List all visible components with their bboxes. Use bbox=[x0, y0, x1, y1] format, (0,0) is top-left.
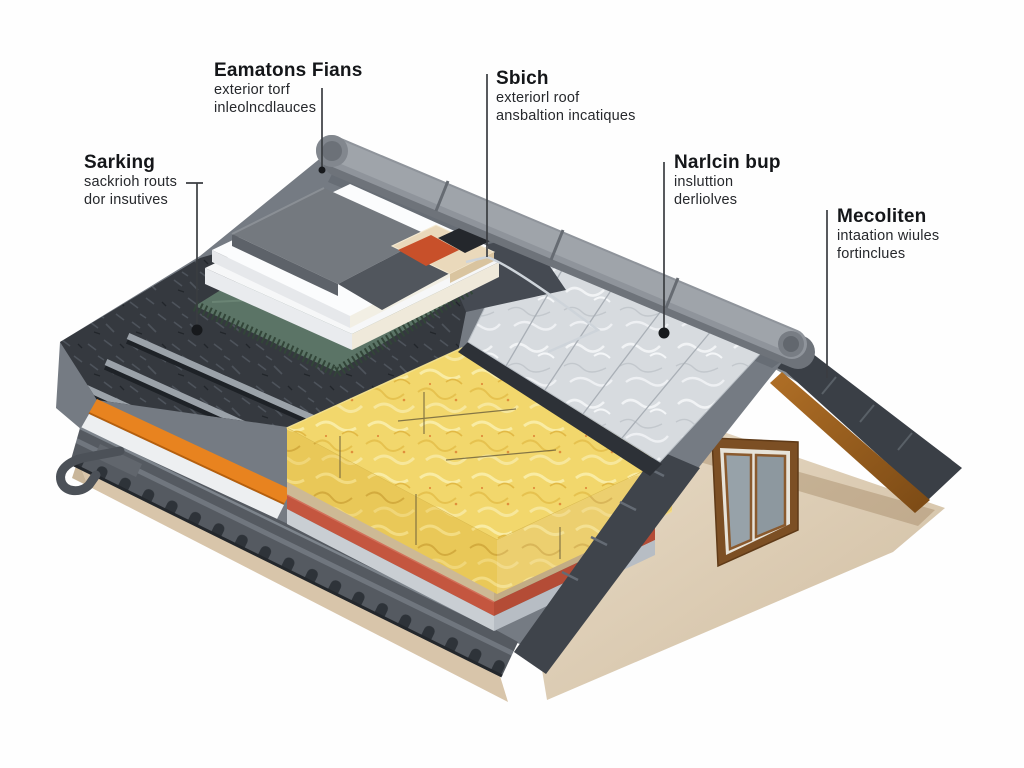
window-pane-right bbox=[754, 453, 787, 539]
leader-line-left bbox=[186, 182, 203, 330]
label-subline: intaation wiules bbox=[837, 227, 940, 244]
sample-orange-panel bbox=[398, 235, 459, 266]
label-right: Narlcin bup insluttion derliolves bbox=[674, 152, 781, 210]
label-subline: exteriorl roof bbox=[496, 89, 580, 106]
label-subline: insluttion bbox=[674, 173, 734, 190]
label-subline: fortinclues bbox=[837, 245, 906, 262]
leader-dot bbox=[191, 324, 203, 336]
label-subline: sackrioh routs bbox=[84, 173, 178, 190]
leader-lines bbox=[186, 74, 828, 378]
label-top-center: Sbich exteriorl roof ansbaltion incatiqu… bbox=[496, 68, 636, 126]
label-title: Narlcin bup bbox=[674, 152, 781, 173]
label-subline: inleolncdlauces bbox=[214, 99, 317, 116]
fascia-board bbox=[770, 372, 930, 513]
label-title: Mecoliten bbox=[837, 206, 927, 227]
label-title: Sbich bbox=[496, 68, 549, 89]
label-far-right: Mecoliten intaation wiules fortinclues bbox=[837, 206, 939, 264]
ridge-tiles bbox=[316, 135, 815, 369]
roof-edge-band bbox=[514, 450, 700, 674]
mesh-fringe bbox=[334, 283, 475, 377]
white-eaves-board bbox=[81, 414, 284, 519]
leader-dot bbox=[318, 166, 326, 174]
label-subline: dor insutives bbox=[84, 191, 168, 208]
label-title: Eamatons Fians bbox=[214, 60, 363, 81]
mesh-fringe bbox=[192, 301, 340, 377]
ridge-tile-joints bbox=[434, 180, 680, 309]
label-left: Sarking sackrioh routs dor insutives bbox=[84, 152, 177, 210]
orange-strip-edge bbox=[88, 412, 285, 505]
panel-trim bbox=[458, 342, 662, 476]
label-title: Sarking bbox=[84, 152, 156, 173]
window bbox=[711, 437, 799, 568]
verge-tile-joints bbox=[821, 376, 913, 451]
label-subline: ansbaltion incatiques bbox=[496, 107, 636, 124]
orange-eaves-strip bbox=[89, 399, 292, 504]
label-top-left: Eamatons Fians exterior torf inleolncdla… bbox=[214, 60, 363, 118]
label-subline: exterior torf bbox=[214, 81, 290, 98]
sample-black-panel bbox=[438, 226, 492, 253]
gutter-hook bbox=[56, 444, 142, 496]
label-subline: derliolves bbox=[674, 191, 738, 208]
metal-clip-wire bbox=[465, 255, 601, 354]
window-pane-left bbox=[723, 452, 753, 551]
wool-cut-lines bbox=[339, 392, 561, 559]
leader-dot bbox=[658, 327, 670, 339]
